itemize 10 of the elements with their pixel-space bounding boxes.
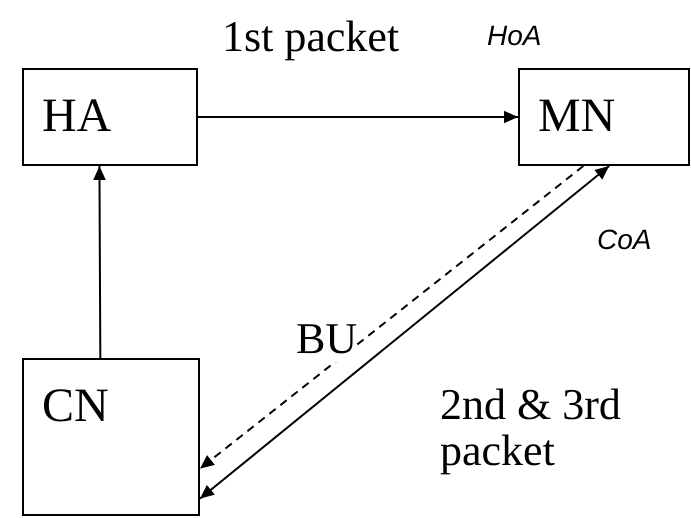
arrow — [198, 110, 518, 124]
node-box — [22, 68, 198, 166]
node-box — [518, 68, 690, 166]
node-box — [22, 358, 200, 516]
address-label: HoA — [487, 22, 542, 50]
node-label: HA — [42, 92, 112, 140]
address-label: CoA — [597, 226, 652, 254]
node-label: CN — [42, 382, 109, 430]
arrow — [93, 166, 106, 358]
node-label: MN — [538, 92, 616, 140]
